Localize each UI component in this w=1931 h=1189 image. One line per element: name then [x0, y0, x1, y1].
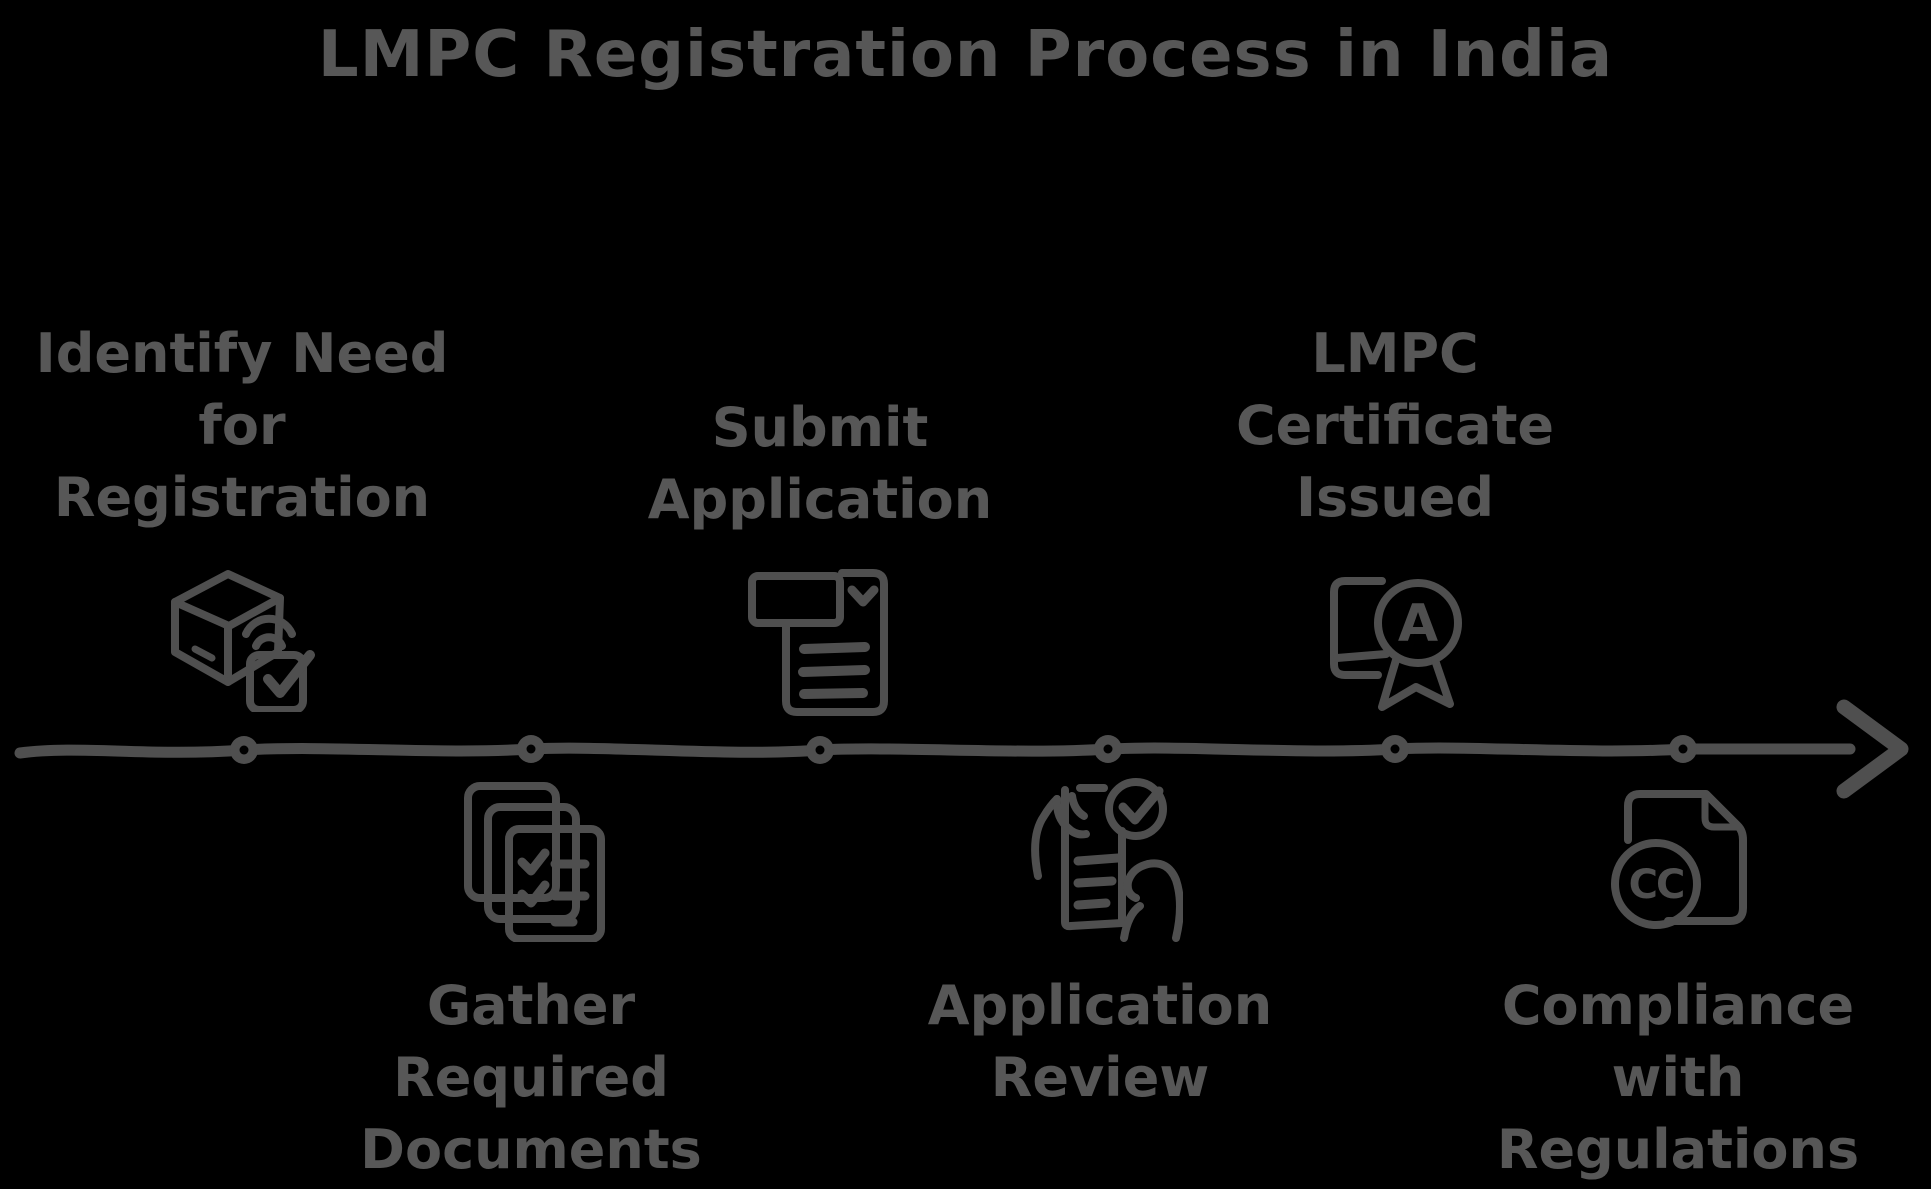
arrowhead-icon: [1836, 699, 1909, 799]
step-3-label: Submit Application: [590, 392, 1050, 536]
step-label-line: Regulations: [1496, 1118, 1860, 1181]
step-label-line: Application: [927, 974, 1273, 1037]
step-6-label: Compliance with Regulations: [1448, 970, 1908, 1186]
step-label-line: Certificate: [1235, 394, 1555, 457]
step-label-line: Gather: [426, 974, 636, 1037]
step-label-line: Compliance: [1501, 974, 1855, 1037]
certificate-badge-icon: A: [1330, 577, 1462, 711]
step-label-line: Review: [990, 1046, 1210, 1109]
step-4-label: Application Review: [870, 970, 1330, 1114]
documents-checklist-icon: [464, 782, 605, 942]
compliance-letters: CC: [1629, 862, 1684, 908]
step-2-label: Gather Required Documents: [301, 970, 761, 1186]
node-5-hole: [1390, 744, 1400, 754]
certificate-grade-letter: A: [1398, 594, 1438, 654]
timeline-line: [14, 742, 1856, 759]
application-form-icon: [748, 569, 888, 716]
timeline-axis: [14, 699, 1909, 799]
document-review-icon: [1031, 778, 1183, 942]
step-5-label: LMPC Certificate Issued: [1165, 318, 1625, 534]
page-title: LMPC Registration Process in India: [317, 18, 1614, 92]
package-scan-icon: [171, 570, 315, 712]
step-label-line: Issued: [1295, 466, 1495, 529]
timeline-nodes: [230, 735, 1697, 764]
step-label-line: Application: [647, 468, 993, 531]
step-label-line: Registration: [53, 466, 431, 529]
step-label-line: Documents: [360, 1118, 702, 1181]
step-label-line: for: [198, 394, 286, 457]
compliance-document-icon: CC: [1611, 790, 1747, 929]
node-4-hole: [1103, 744, 1113, 754]
node-6-hole: [1678, 744, 1688, 754]
node-3-hole: [815, 745, 825, 755]
step-label-line: Identify Need: [35, 322, 449, 385]
node-2-hole: [526, 744, 536, 754]
step-1-label: Identify Need for Registration: [12, 318, 472, 534]
node-1-hole: [239, 745, 249, 755]
step-label-line: Required: [393, 1046, 669, 1109]
step-label-line: with: [1611, 1046, 1745, 1109]
step-label-line: Submit: [711, 396, 929, 459]
step-label-line: LMPC: [1311, 322, 1479, 385]
